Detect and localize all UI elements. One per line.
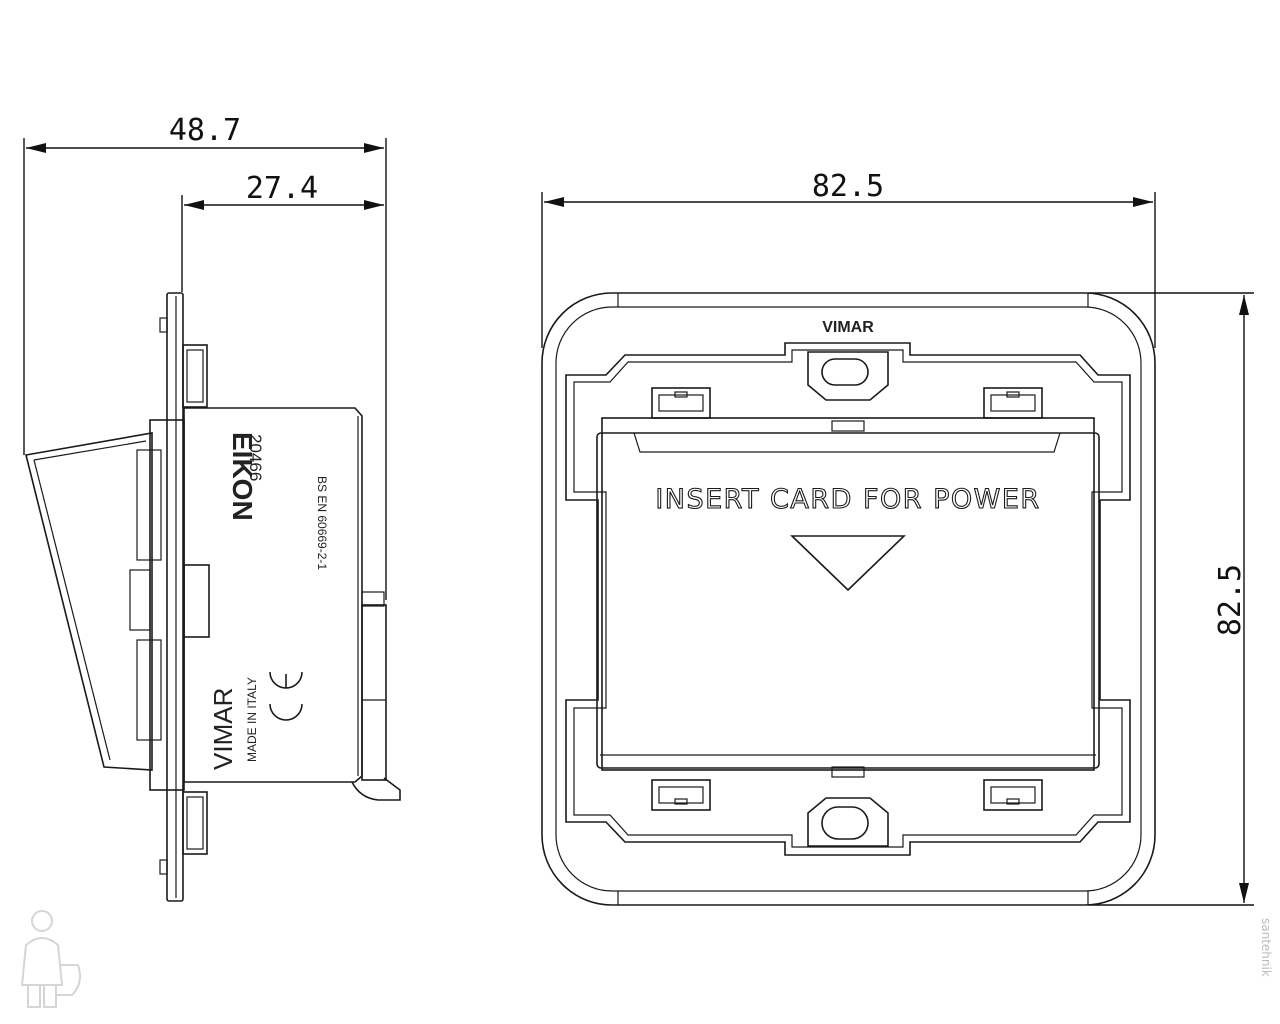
outer-plate (541, 292, 1156, 906)
dimension-total-depth: 48.7 (23, 113, 387, 600)
dimension-body-depth: 27.4 (181, 171, 384, 292)
card-holder-cover (25, 432, 153, 771)
height-label: 82.5 (1213, 564, 1248, 636)
clip-bottom-right (983, 779, 1043, 811)
body-depth-label: 27.4 (246, 171, 318, 206)
clip-top-left (651, 387, 711, 419)
top-screw-slot (821, 358, 869, 386)
front-view: VIMAR INSERT CARD FOR POWER (541, 292, 1156, 906)
total-depth-label: 48.7 (169, 113, 241, 148)
support-frame (565, 342, 1131, 856)
front-plate (166, 292, 184, 902)
side-standard-text: BS EN 60669-2-1 (315, 476, 329, 570)
front-brand-text: VIMAR (822, 319, 874, 336)
width-label: 82.5 (812, 169, 884, 204)
insert-card-text: INSERT CARD FOR POWER (655, 484, 1040, 515)
watermark-text: santehnik (1259, 918, 1273, 977)
side-code-text: 20466 (246, 434, 265, 481)
clip-bottom-left (651, 779, 711, 811)
dimension-height: 82.5 (1088, 292, 1254, 906)
insert-arrow-icon (790, 535, 906, 592)
card-holder (601, 417, 1095, 771)
dimension-width: 82.5 (541, 169, 1156, 348)
side-series-text: EIKON (227, 432, 258, 521)
clip-top-right (983, 387, 1043, 419)
ce-mark-icon (269, 671, 303, 721)
side-origin-text: MADE IN ITALY (245, 677, 259, 762)
bottom-screw-slot (821, 806, 869, 840)
side-brand-text: VIMAR (208, 688, 238, 770)
plumber-logo-icon (20, 910, 81, 1008)
side-view: EIKON 20466 BS EN 60669-2-1 VIMAR MADE I… (25, 292, 401, 902)
